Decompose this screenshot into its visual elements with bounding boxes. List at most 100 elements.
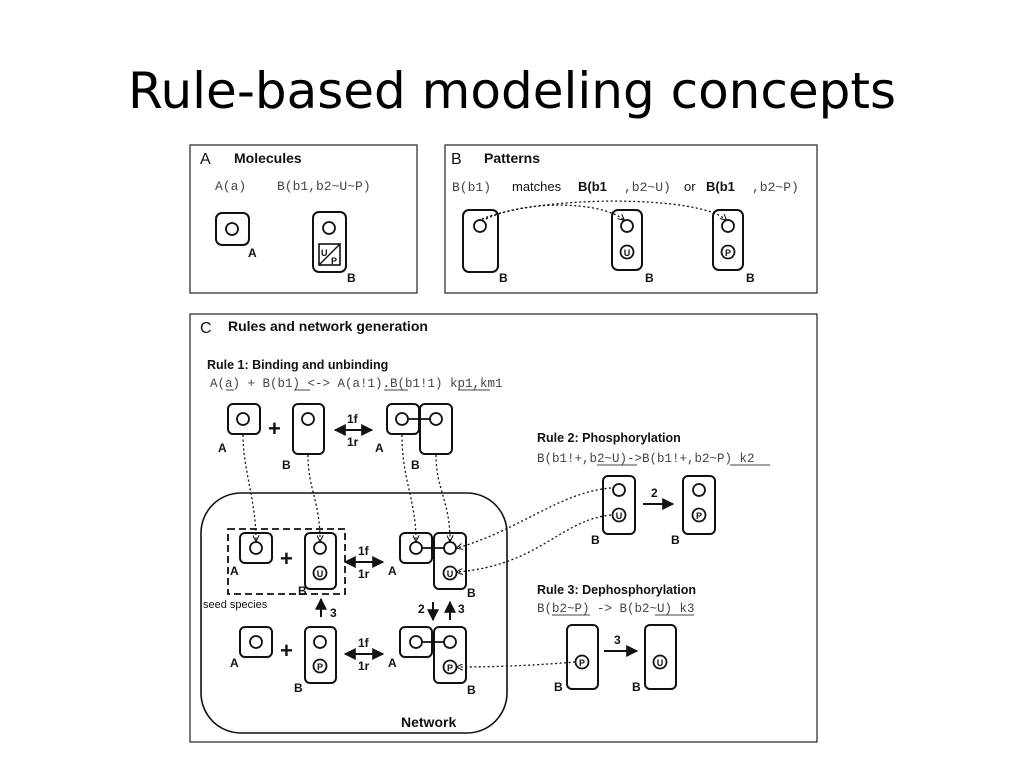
map-complex-b xyxy=(435,454,450,541)
r2-b-p-body xyxy=(682,475,716,535)
match1-bold: B(b1 xyxy=(578,179,607,194)
panel-rules: C Rules and network generation Rule 1: B… xyxy=(189,313,818,743)
match-b-u-site2 xyxy=(619,244,635,260)
n-c1-a-label: A xyxy=(388,564,397,578)
rule3-code: B(b2~P) -> B(b2~U) k3 xyxy=(537,602,695,616)
r1-b-label: B xyxy=(282,458,291,472)
r2-b-u-label: B xyxy=(591,533,600,547)
panel-a-code-a: A(a) xyxy=(215,179,246,194)
n-plus2: + xyxy=(280,638,293,663)
r3-b-p-state: P xyxy=(579,658,585,668)
rule1-diagram: A + B 1f 1r A B xyxy=(218,403,453,472)
match-b-p: P B xyxy=(712,209,755,285)
site-b1 xyxy=(322,221,336,235)
pattern-b: B xyxy=(462,209,508,285)
r1-complex-a-label: A xyxy=(375,441,384,455)
pattern-b-label: B xyxy=(499,271,508,285)
match-b-p-site1 xyxy=(721,219,735,233)
r3-b-u-site xyxy=(652,654,668,670)
panel-molecules: A Molecules A(a) B(b1,b2~U~P) A U P B xyxy=(189,144,418,294)
n-b2-label: B xyxy=(294,681,303,695)
n-a2-site xyxy=(249,635,263,649)
network-boundary xyxy=(200,492,508,734)
n-b1-site2 xyxy=(312,565,328,581)
n-plus1: + xyxy=(280,546,293,571)
r1-a-label: A xyxy=(218,441,227,455)
rule3-title: Rule 3: Dephosphorylation xyxy=(537,583,696,597)
rule3-diagram: P B 3 U B xyxy=(554,624,677,694)
molecule-b: U P B xyxy=(312,211,356,285)
pattern-b-body xyxy=(462,209,499,273)
molecule-a: A xyxy=(215,212,257,260)
match-b-p-label: B xyxy=(746,271,755,285)
match-b-u-body xyxy=(611,209,643,271)
r2-b-u-state: U xyxy=(616,511,623,521)
r1-complex-b-label: B xyxy=(411,458,420,472)
n-b1-state: U xyxy=(317,569,324,579)
r3-b-p-site xyxy=(574,654,590,670)
r1-complex-b-site xyxy=(429,412,443,426)
match-b-u: U B xyxy=(611,209,654,285)
n-rate3-left: 3 xyxy=(330,606,337,620)
map-rule3-site xyxy=(457,661,576,667)
r3-b-u-label: B xyxy=(632,680,641,694)
rule2-code: B(b1!+,b2~U)->B(b1!+,b2~P) k2 xyxy=(537,452,755,466)
map-a-seed xyxy=(242,434,256,541)
r1-forward: 1f xyxy=(347,412,359,426)
r1-b-site xyxy=(301,412,315,426)
n-b1-body xyxy=(304,532,337,590)
r1-b-body xyxy=(292,403,325,455)
n-c2-state: P xyxy=(447,663,453,673)
pattern-b-site xyxy=(473,219,487,233)
panel-c-letter: C xyxy=(200,320,212,337)
map-b-seed xyxy=(307,454,320,541)
matches-word: matches xyxy=(512,179,562,194)
match2-rest: ,b2~P) xyxy=(752,180,799,195)
rule2-title: Rule 2: Phosphorylation xyxy=(537,431,681,445)
n-c2-b-site1 xyxy=(443,635,457,649)
r2-b-p-site1 xyxy=(692,483,706,497)
panel-c-heading: Rules and network generation xyxy=(228,318,428,334)
panel-patterns: B Patterns B(b1) matches B(b1 ,b2~U) or … xyxy=(444,144,818,294)
n-c1-a-site xyxy=(409,541,423,555)
site-a xyxy=(225,222,239,236)
r3-b-p-label: B xyxy=(554,680,563,694)
n-forward-2: 1f xyxy=(358,636,370,650)
state-u-label: U xyxy=(321,248,328,258)
n-c1-b-site1 xyxy=(443,541,457,555)
n-a2-label: A xyxy=(230,656,239,670)
r1-plus: + xyxy=(268,416,281,441)
match1-rest: ,b2~U) xyxy=(624,180,671,195)
panel-b-heading: Patterns xyxy=(484,150,540,166)
n-a1-site xyxy=(249,541,263,555)
pattern-code: B(b1) xyxy=(452,180,491,195)
state-divider xyxy=(318,243,341,266)
r2-b-p-state: P xyxy=(696,511,702,521)
panel-a-letter: A xyxy=(200,151,211,168)
n-a1-label: A xyxy=(230,564,239,578)
n-b2-site1 xyxy=(313,635,327,649)
n-rate3-right: 3 xyxy=(458,602,465,616)
n-forward-1: 1f xyxy=(358,544,370,558)
r2-b-p-site2 xyxy=(691,507,707,523)
map-complex-a xyxy=(401,434,416,541)
match-b-u-state: U xyxy=(624,248,631,258)
rule2-diagram: U B 2 P B xyxy=(591,475,716,547)
match-b-p-site2 xyxy=(720,244,736,260)
rule1-code: A(a) + B(b1) <-> A(a!1).B(b1!1) kp1,km1 xyxy=(210,377,503,391)
n-b2-state: P xyxy=(317,662,323,672)
match-b-p-body xyxy=(712,209,744,271)
network-label: Network xyxy=(401,714,456,730)
n-c1-state: U xyxy=(447,569,454,579)
rule1-title: Rule 1: Binding and unbinding xyxy=(207,358,388,372)
match-link-p xyxy=(481,200,726,220)
molecule-b-label: B xyxy=(347,271,356,285)
r2-rate: 2 xyxy=(651,486,658,500)
match-b-u-label: B xyxy=(645,271,654,285)
molecule-a-label: A xyxy=(248,246,257,260)
seed-species-label: seed species xyxy=(203,599,268,611)
r1-complex-b xyxy=(419,403,453,455)
n-c2-a-label: A xyxy=(388,656,397,670)
n-c2-a-site xyxy=(409,635,423,649)
